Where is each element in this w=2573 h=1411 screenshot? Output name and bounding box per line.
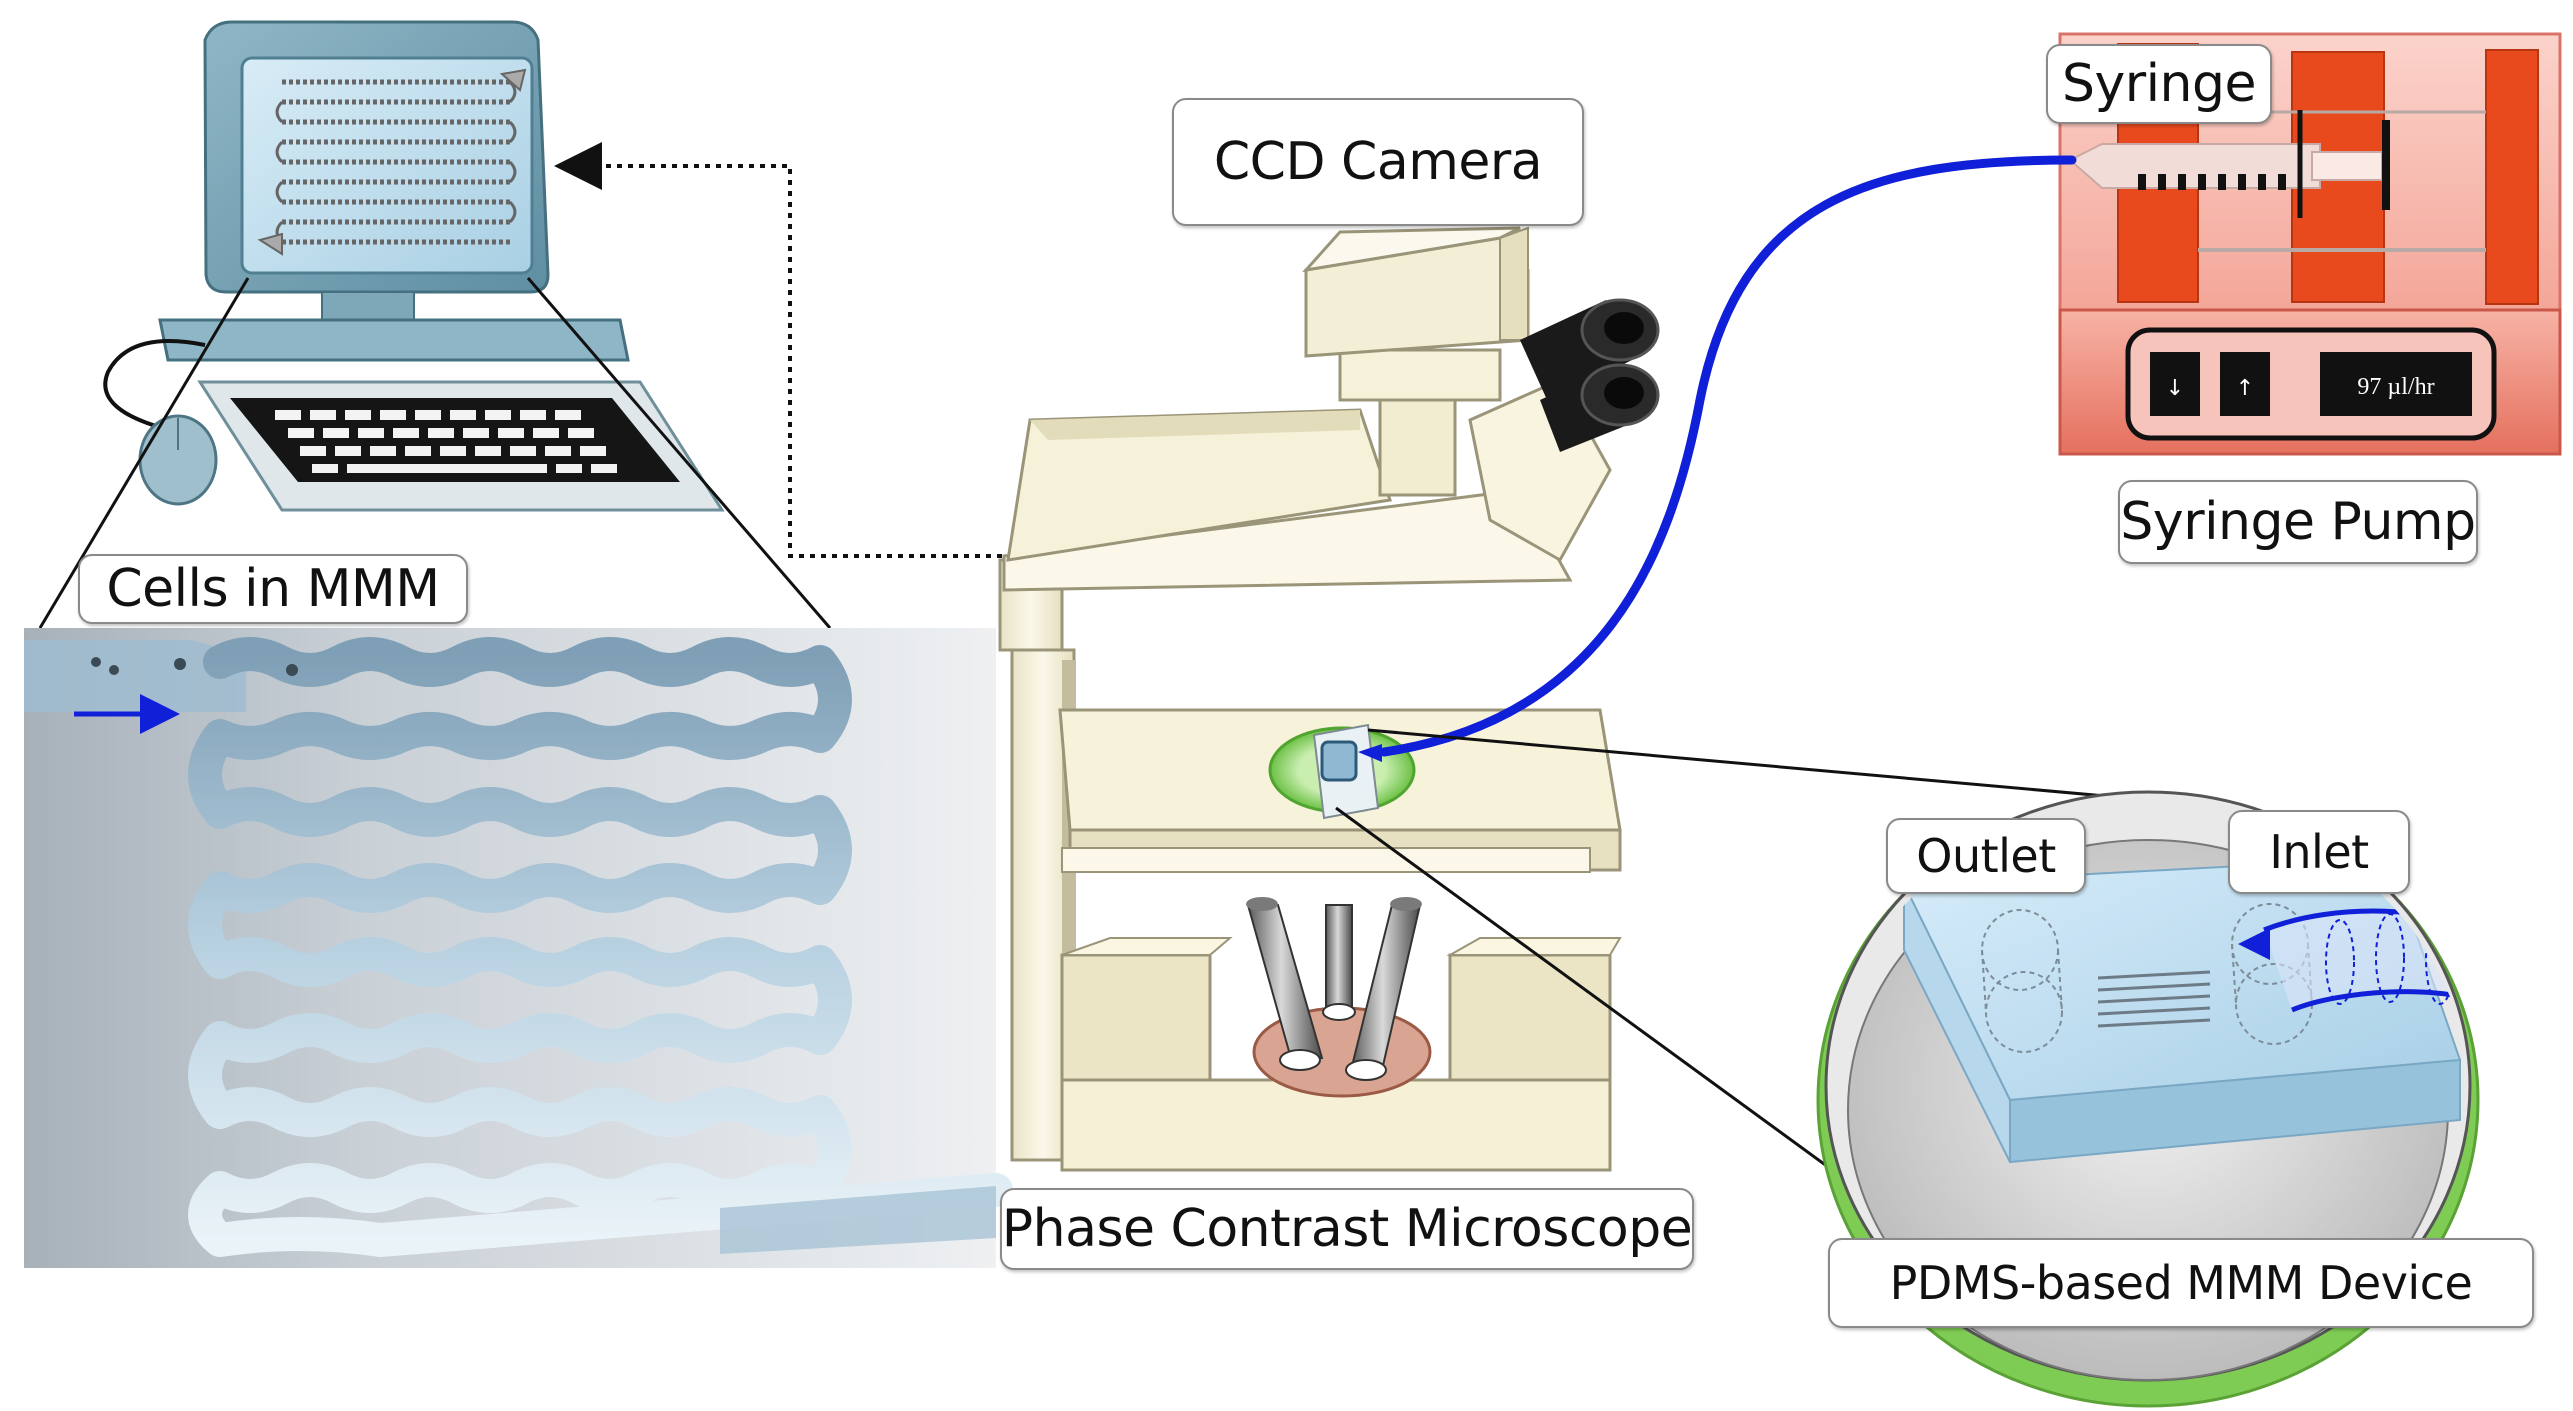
keyboard-icon xyxy=(197,380,725,512)
monitor-icon xyxy=(158,20,630,362)
ccd-camera-label: CCD Camera xyxy=(1172,98,1584,226)
tubing-line xyxy=(1379,155,2077,757)
micro-channels xyxy=(2097,970,2211,1028)
objective-lenses xyxy=(1246,897,1422,1081)
outlet-label: Outlet xyxy=(1886,818,2086,894)
outlet-reservoir xyxy=(1981,909,2063,1053)
camera-signal-line xyxy=(554,142,1002,558)
cells-channel-image xyxy=(24,628,1013,1268)
computer xyxy=(38,20,832,629)
microscope-label: Phase Contrast Microscope xyxy=(1000,1188,1694,1270)
down-symbol: ↓ xyxy=(2166,376,2184,401)
flow-rate-display xyxy=(2320,352,2472,416)
syringe-pump-label: Syringe Pump xyxy=(2118,480,2478,564)
inlet-label: Inlet xyxy=(2228,810,2410,894)
syringe-graduations xyxy=(2138,174,2286,190)
down-button xyxy=(2150,352,2200,416)
cells xyxy=(91,657,298,676)
serpentine-channel xyxy=(188,637,1013,1257)
pdms-device-label: PDMS-based MMM Device xyxy=(1828,1238,2534,1328)
flow-rate-text: 97 µl/hr xyxy=(2357,374,2434,400)
syringe-label: Syringe xyxy=(2046,44,2272,124)
up-button xyxy=(2220,352,2270,416)
cells-in-mmm-label: Cells in MMM xyxy=(78,554,468,624)
mouse-icon xyxy=(103,339,218,506)
up-symbol: ↑ xyxy=(2236,376,2254,401)
phase-contrast-microscope-icon xyxy=(998,226,1660,1172)
eyepiece-icon xyxy=(1520,298,1660,452)
ccd-camera-icon xyxy=(1302,226,1530,358)
